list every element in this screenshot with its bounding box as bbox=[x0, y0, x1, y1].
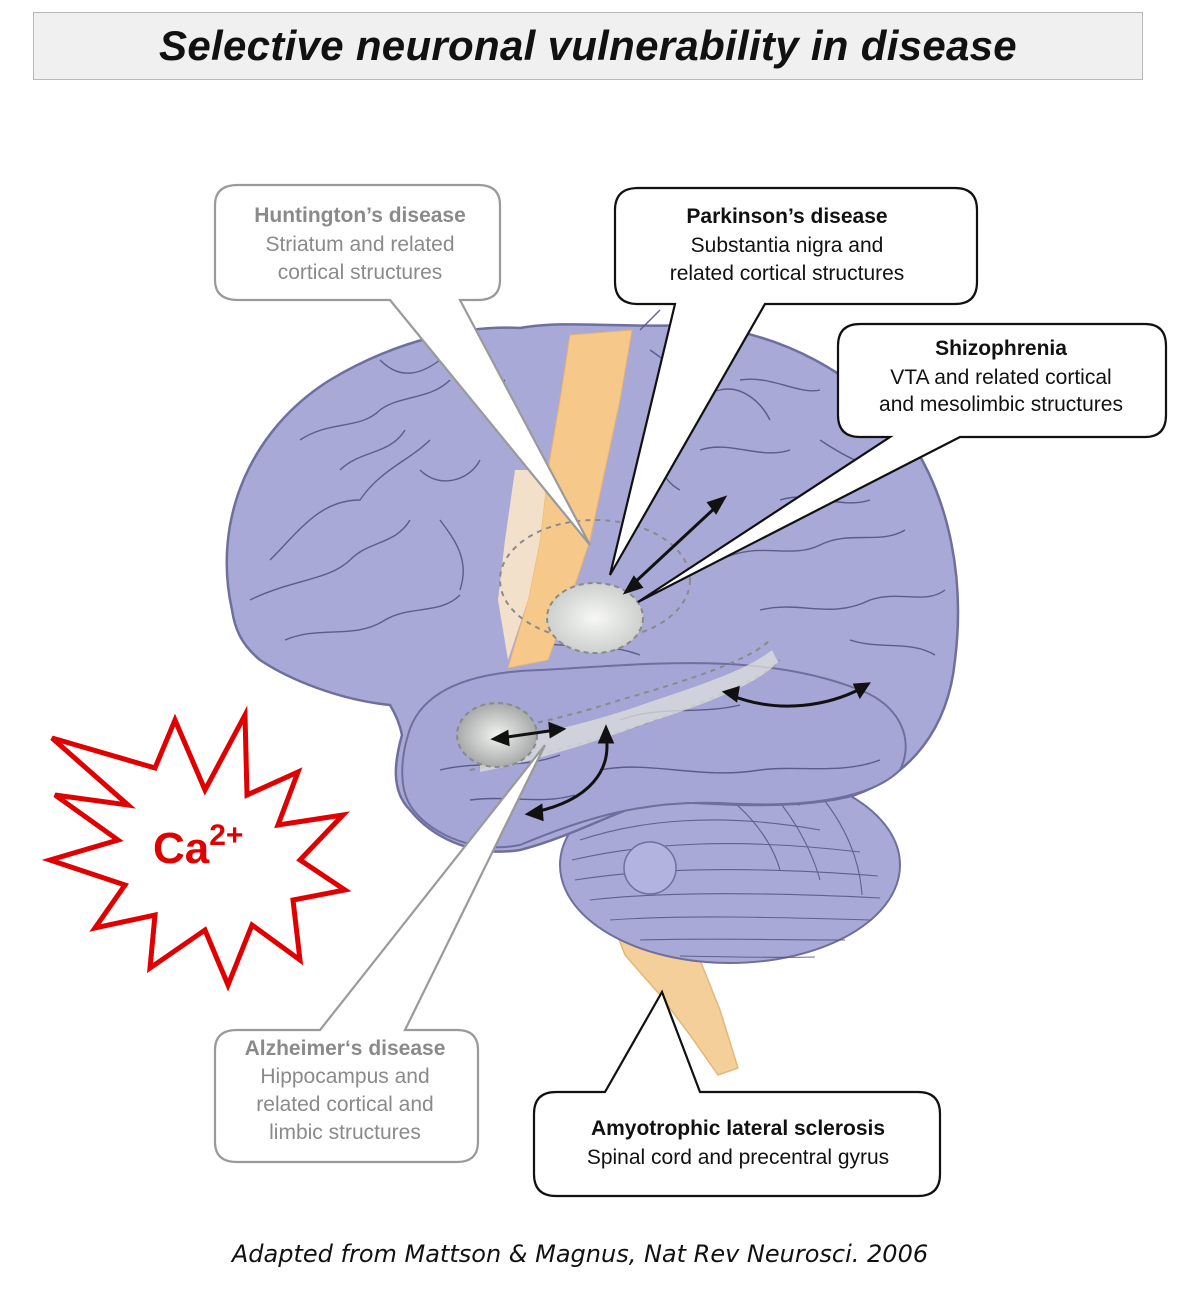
parkinson-line-1: Substantia nigra and bbox=[691, 234, 884, 257]
als-title: Amyotrophic lateral sclerosis bbox=[591, 1117, 885, 1140]
hippocampus-region bbox=[456, 702, 538, 768]
schizophrenia-title: Shizophrenia bbox=[935, 337, 1067, 360]
callout-alzheimer: Alzheimer‘s disease Hippocampus and rela… bbox=[213, 744, 546, 1164]
alzheimer-line-3: limbic structures bbox=[269, 1121, 421, 1144]
calcium-starburst: Ca2+ bbox=[41, 705, 352, 992]
callout-huntington: Huntington’s disease Striatum and relate… bbox=[213, 183, 591, 546]
als-line-1: Spinal cord and precentral gyrus bbox=[587, 1146, 889, 1169]
calcium-ion-label: Ca2+ bbox=[153, 819, 243, 873]
schizophrenia-line-2: and mesolimbic structures bbox=[879, 393, 1123, 416]
huntington-title: Huntington’s disease bbox=[254, 204, 466, 227]
source-caption: Adapted from Mattson & Magnus, Nat Rev N… bbox=[231, 1240, 929, 1268]
alzheimer-line-2: related cortical and bbox=[256, 1093, 433, 1116]
huntington-line-1: Striatum and related bbox=[265, 233, 454, 256]
striatum-region bbox=[546, 582, 644, 654]
title-banner: Selective neuronal vulnerability in dise… bbox=[33, 12, 1143, 80]
cerebellum bbox=[559, 766, 901, 964]
calcium-charge: 2+ bbox=[209, 819, 243, 852]
alzheimer-line-1: Hippocampus and bbox=[260, 1065, 429, 1088]
schizophrenia-line-1: VTA and related cortical bbox=[890, 366, 1111, 389]
alzheimer-title: Alzheimer‘s disease bbox=[245, 1037, 446, 1060]
callout-schizophrenia: Shizophrenia VTA and related cortical an… bbox=[637, 322, 1168, 603]
callout-als: Amyotrophic lateral sclerosis Spinal cor… bbox=[532, 989, 942, 1198]
parkinson-line-2: related cortical structures bbox=[670, 262, 905, 285]
temporal-lobe bbox=[401, 662, 907, 849]
parkinson-title: Parkinson’s disease bbox=[686, 205, 887, 228]
calcium-symbol: Ca bbox=[153, 824, 210, 873]
callout-parkinson: Parkinson’s disease Substantia nigra and… bbox=[608, 186, 979, 576]
projection-arrows bbox=[490, 495, 871, 822]
huntington-line-2: cortical structures bbox=[278, 261, 443, 284]
diagram-title: Selective neuronal vulnerability in dise… bbox=[159, 22, 1017, 69]
